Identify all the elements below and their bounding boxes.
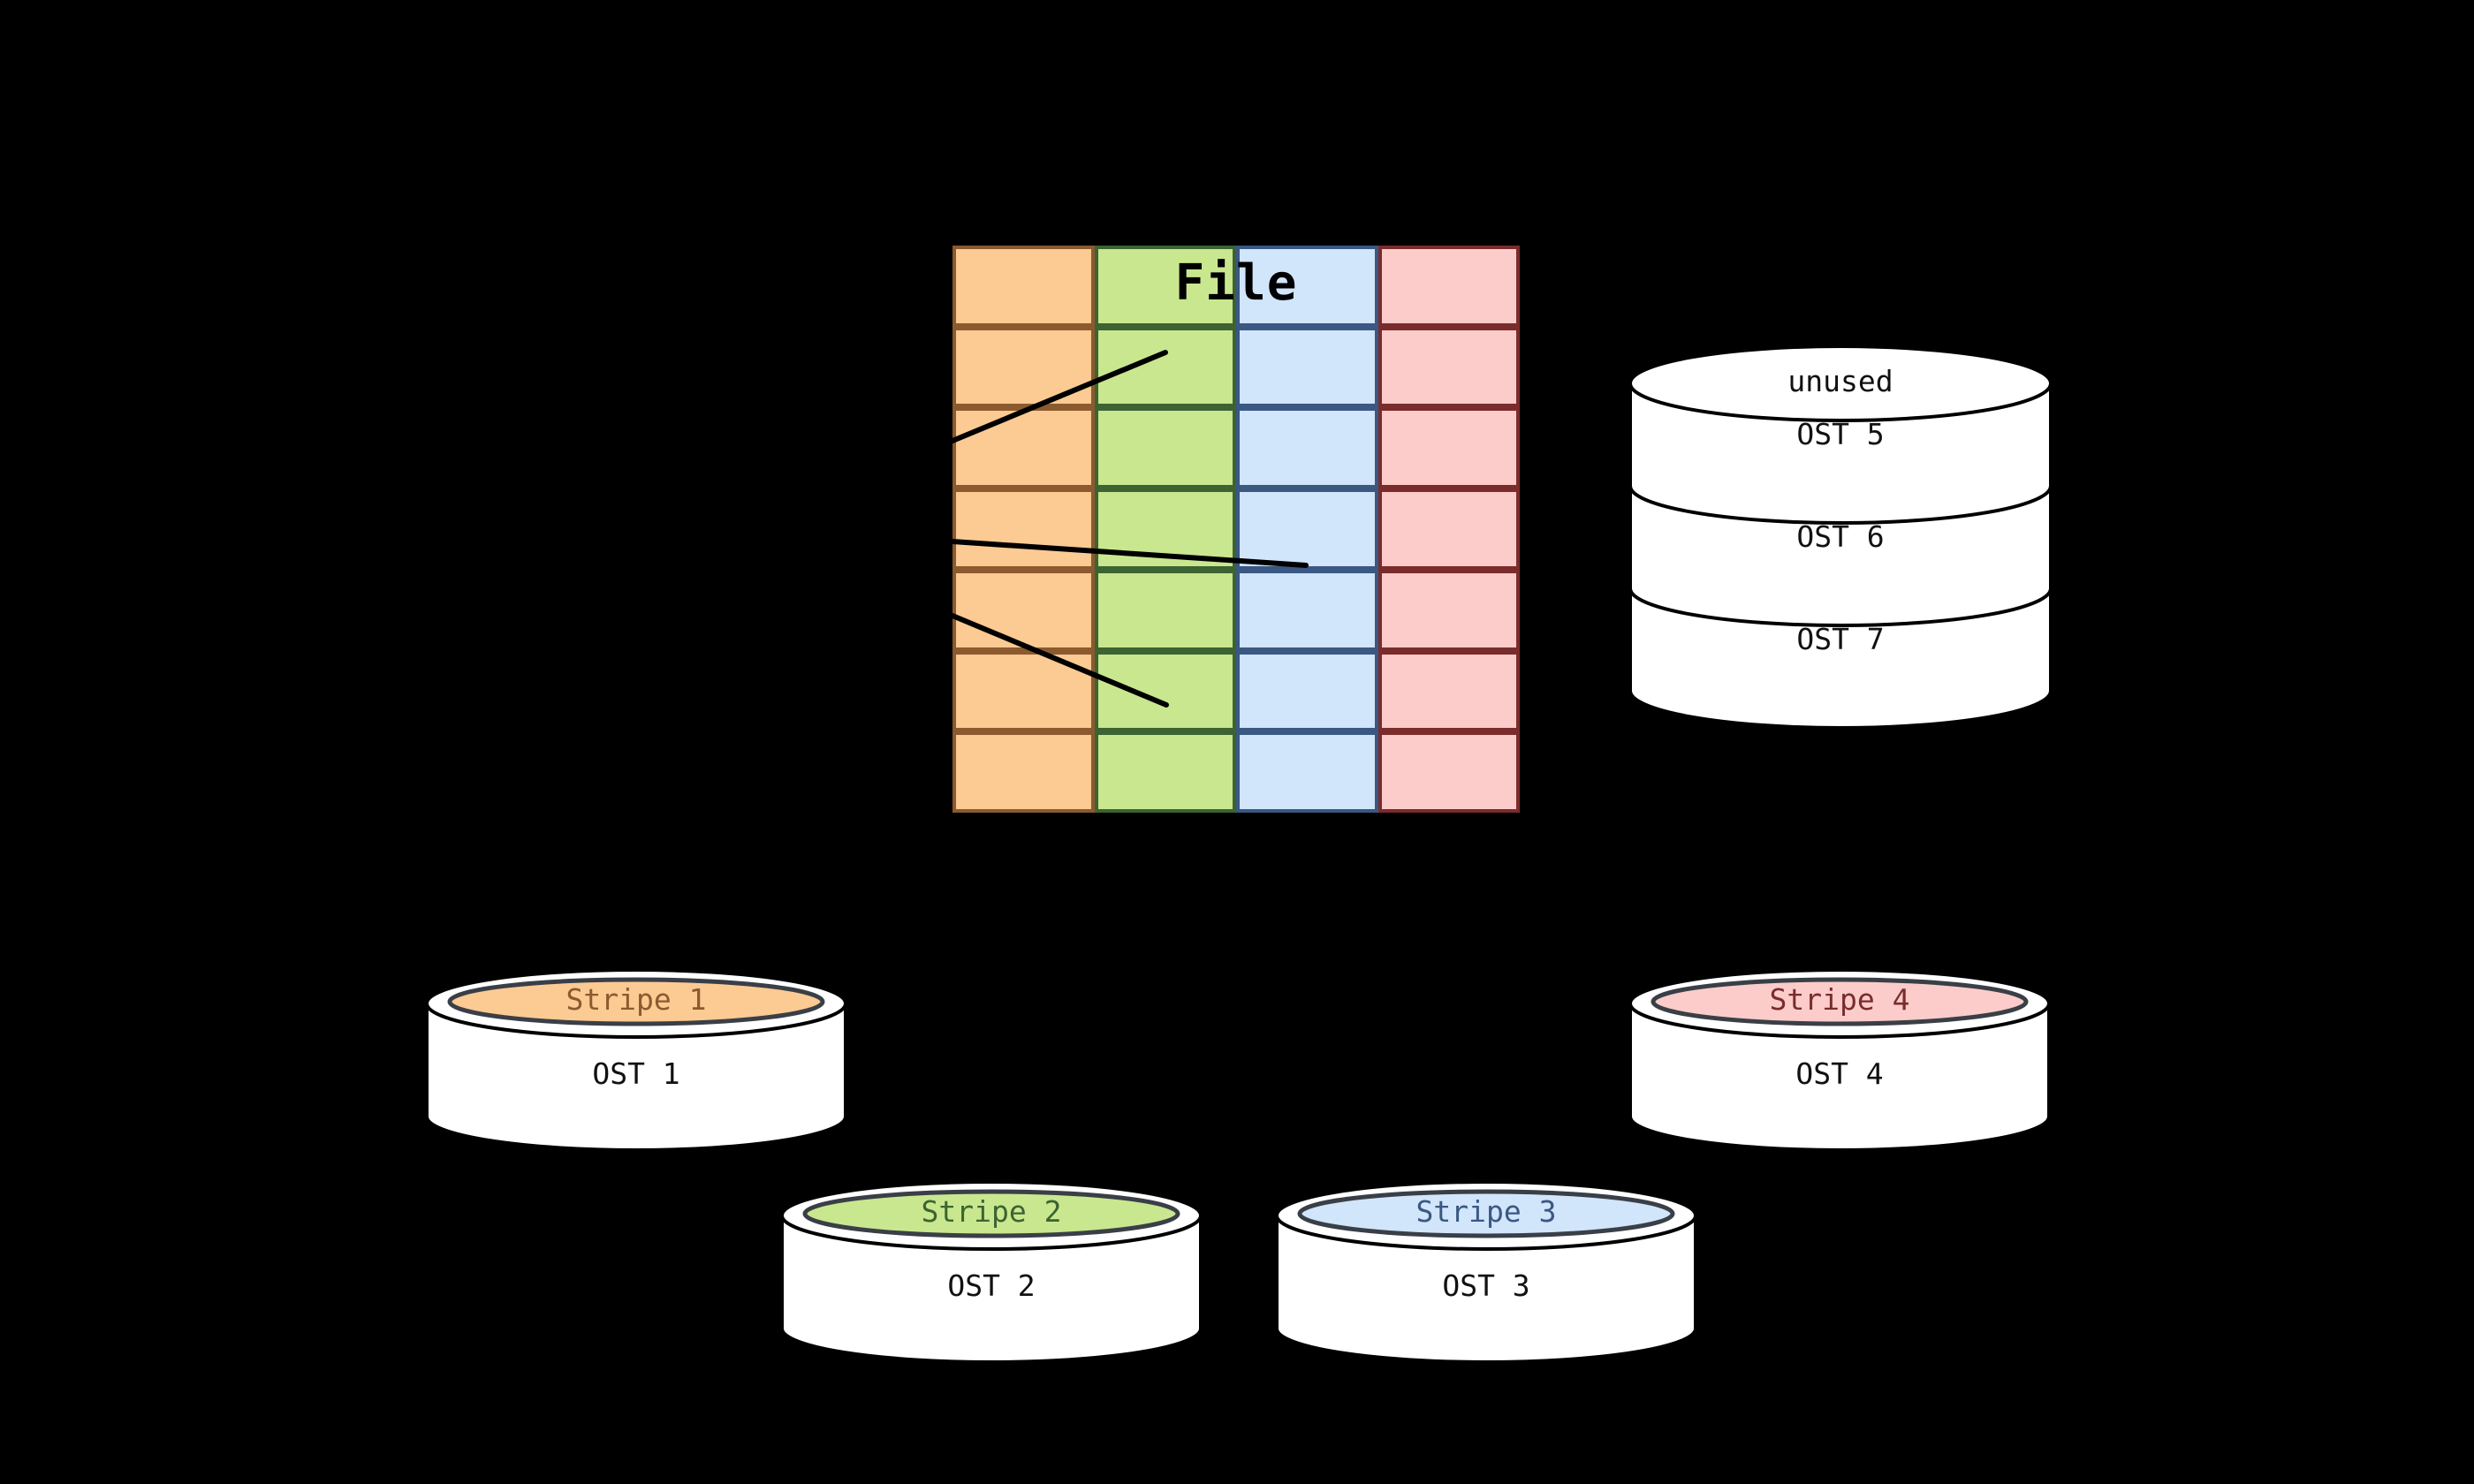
file-chunk-cell bbox=[1377, 731, 1520, 813]
file-chunk-cell bbox=[1377, 650, 1520, 732]
file-chunk-cell bbox=[952, 650, 1095, 732]
file-chunk-cell bbox=[1094, 731, 1236, 813]
unused-stack-tier-label: OST 5 bbox=[1796, 417, 1885, 452]
disk-platter bbox=[1651, 977, 2029, 1026]
disk-shape bbox=[780, 1180, 1203, 1364]
column-arrow-tip-icon bbox=[1385, 814, 1405, 825]
file-chunk-cell bbox=[1377, 246, 1520, 327]
file-chunk-cell bbox=[952, 488, 1095, 570]
file-chunk-cell bbox=[1236, 326, 1378, 408]
disk-ost-2[interactable]: Stripe 2 OST 2 bbox=[779, 1179, 1203, 1365]
disk-shape bbox=[425, 968, 847, 1152]
file-chunk-cell bbox=[1377, 326, 1520, 408]
disk-stripe-label: Stripe 3 bbox=[1415, 1194, 1557, 1229]
disk-ost-label: OST 3 bbox=[1442, 1268, 1530, 1303]
file-chunk-cell bbox=[1236, 731, 1378, 813]
file-chunk-cell bbox=[1236, 569, 1378, 651]
file-chunk-cell bbox=[1377, 407, 1520, 489]
file-chunk-cell bbox=[1094, 650, 1236, 732]
file-chunk-cell bbox=[952, 731, 1095, 813]
disk-platter bbox=[1297, 1189, 1675, 1238]
file-chunk-cell bbox=[1236, 650, 1378, 732]
file-chunk-cell bbox=[952, 569, 1095, 651]
file-chunk-cell bbox=[1236, 407, 1378, 489]
stripe-column-3[interactable] bbox=[1236, 246, 1378, 813]
unused-stack-tier-label: OST 6 bbox=[1796, 519, 1885, 555]
disk-ost-label: OST 2 bbox=[947, 1268, 1036, 1303]
disk-ost-label: OST 4 bbox=[1795, 1056, 1884, 1091]
disk-stripe-label: Stripe 4 bbox=[1769, 982, 1910, 1017]
stripe-column-1[interactable] bbox=[952, 246, 1095, 813]
disk-ost-4[interactable]: Stripe 4 OST 4 bbox=[1628, 967, 2052, 1153]
file-chunk-cell bbox=[1094, 488, 1236, 570]
file-chunk-cell bbox=[1094, 246, 1236, 327]
unused-stack-tier-label: OST 7 bbox=[1796, 622, 1885, 657]
stripe-column-2[interactable] bbox=[1094, 246, 1236, 813]
column-arrow-tip-icon bbox=[1501, 814, 1521, 825]
unused-stack-top-label: unused bbox=[1787, 364, 1893, 398]
disk-shape bbox=[1628, 968, 2051, 1152]
file-chunk-cell bbox=[952, 407, 1095, 489]
disk-ost-3[interactable]: Stripe 3 OST 3 bbox=[1274, 1179, 1698, 1365]
file-chunk-cell bbox=[1236, 488, 1378, 570]
column-arrow-tip-icon bbox=[1101, 814, 1121, 825]
disk-ost-label: OST 1 bbox=[592, 1056, 680, 1091]
disk-stripe-label: Stripe 2 bbox=[921, 1194, 1062, 1229]
unused-stack-shape bbox=[1628, 346, 2053, 728]
stripe-column-4[interactable] bbox=[1377, 246, 1520, 813]
column-arrow-tip-icon bbox=[1243, 814, 1264, 825]
file-chunk-cell bbox=[1094, 569, 1236, 651]
disk-platter bbox=[447, 977, 825, 1026]
file-chunk-cell bbox=[1377, 569, 1520, 651]
file-block bbox=[952, 246, 1520, 813]
column-arrow-tip-icon bbox=[960, 814, 980, 825]
file-chunk-cell bbox=[1094, 326, 1236, 408]
file-chunk-cell bbox=[1236, 246, 1378, 327]
disk-stripe-label: Stripe 1 bbox=[565, 982, 707, 1017]
file-chunk-cell bbox=[952, 326, 1095, 408]
file-chunk-cell bbox=[1094, 407, 1236, 489]
disk-shape bbox=[1275, 1180, 1697, 1364]
disk-platter bbox=[802, 1189, 1180, 1238]
disk-ost-1[interactable]: Stripe 1 OST 1 bbox=[424, 967, 848, 1153]
file-chunk-cell bbox=[1377, 488, 1520, 570]
file-chunk-cell bbox=[952, 246, 1095, 327]
